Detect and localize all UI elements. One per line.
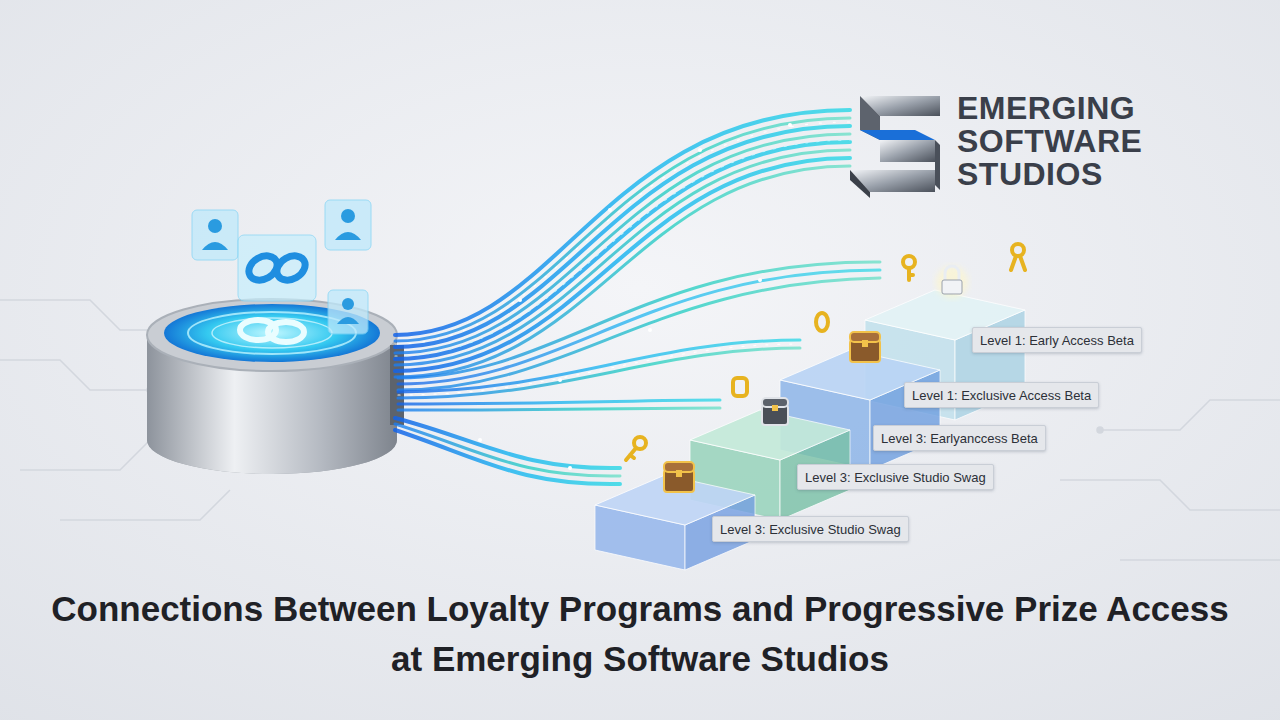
chest (850, 332, 880, 362)
level-tag: Level 3: Earlyanccess Beta (873, 425, 1046, 451)
level-label: Level 3: Earlyanccess Beta (881, 431, 1038, 446)
level-label: Level 3: Exclusive Studio Swag (720, 522, 901, 537)
level-tag: Level 1: Early Access Beta (972, 327, 1142, 353)
prize-icons (626, 244, 1025, 492)
level-label: Level 3: Exclusive Studio Swag (805, 470, 986, 485)
level-label: Level 1: Early Access Beta (980, 333, 1134, 348)
lock (936, 266, 968, 298)
level-label: Level 1: Exclusive Access Beta (912, 388, 1091, 403)
floating-icons (192, 200, 371, 334)
chest (664, 462, 694, 492)
chest (762, 398, 788, 425)
data-streams-to-logo (395, 110, 850, 377)
level-tag: Level 1: Exclusive Access Beta (904, 382, 1099, 408)
level-tag: Level 3: Exclusive Studio Swag (712, 516, 909, 542)
logo-wordmark: EMERGING SOFTWARE STUDIOS (957, 92, 1172, 191)
logo-icon (850, 96, 940, 198)
diagram-title: Connections Between Loyalty Programs and… (50, 584, 1230, 684)
level-tag: Level 3: Exclusive Studio Swag (797, 464, 994, 490)
